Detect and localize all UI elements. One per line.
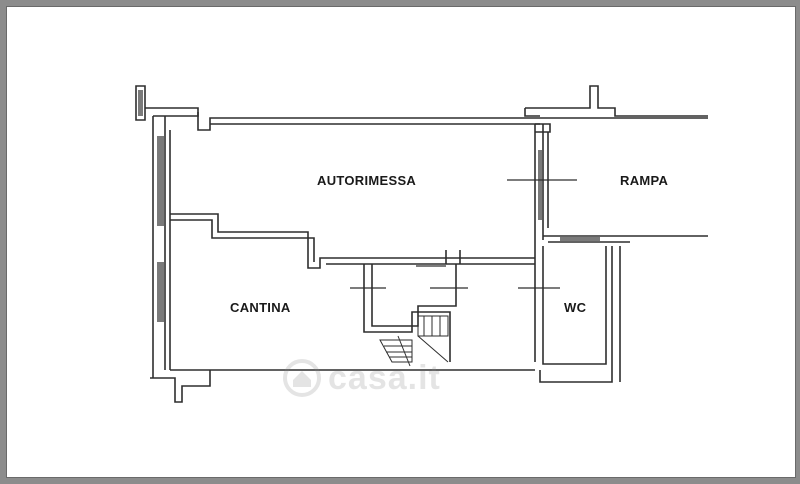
wall-stair-room xyxy=(363,264,451,362)
plan-sheet xyxy=(6,6,796,478)
wall-fill-rampa xyxy=(560,237,600,241)
wall-partition-1 xyxy=(170,213,535,269)
wall-fill-left-2 xyxy=(157,262,164,322)
wall-top-right-seg xyxy=(524,108,540,117)
wall-top-left-corner xyxy=(145,107,199,117)
house-logo-icon xyxy=(283,359,321,397)
room-label-wc: WC xyxy=(564,300,587,315)
wall-top-left-stub xyxy=(135,85,146,121)
wall-top xyxy=(197,112,708,131)
room-label-cantina: CANTINA xyxy=(230,300,291,315)
room-label-autorimessa: AUTORIMESSA xyxy=(317,173,417,188)
wall-wc-left xyxy=(542,246,607,365)
wall-fill-left xyxy=(157,136,164,226)
stairs xyxy=(379,315,449,367)
wall-fill-mid xyxy=(538,150,542,220)
watermark-text: casa.it xyxy=(328,358,441,397)
wall-fill-top-cap xyxy=(138,90,143,116)
wall-mid-cap xyxy=(535,123,551,133)
wall-stair-room2 xyxy=(371,264,457,327)
wall-top-right-outer xyxy=(525,85,708,117)
wall-stair-room3 xyxy=(445,250,461,264)
wall-bottom-left xyxy=(150,370,211,403)
watermark: casa.it xyxy=(282,358,441,398)
wall-partition-1b xyxy=(170,219,315,262)
stairs-outline xyxy=(379,339,413,363)
wall-wc-right xyxy=(539,246,613,383)
room-label-rampa: RAMPA xyxy=(620,173,669,188)
